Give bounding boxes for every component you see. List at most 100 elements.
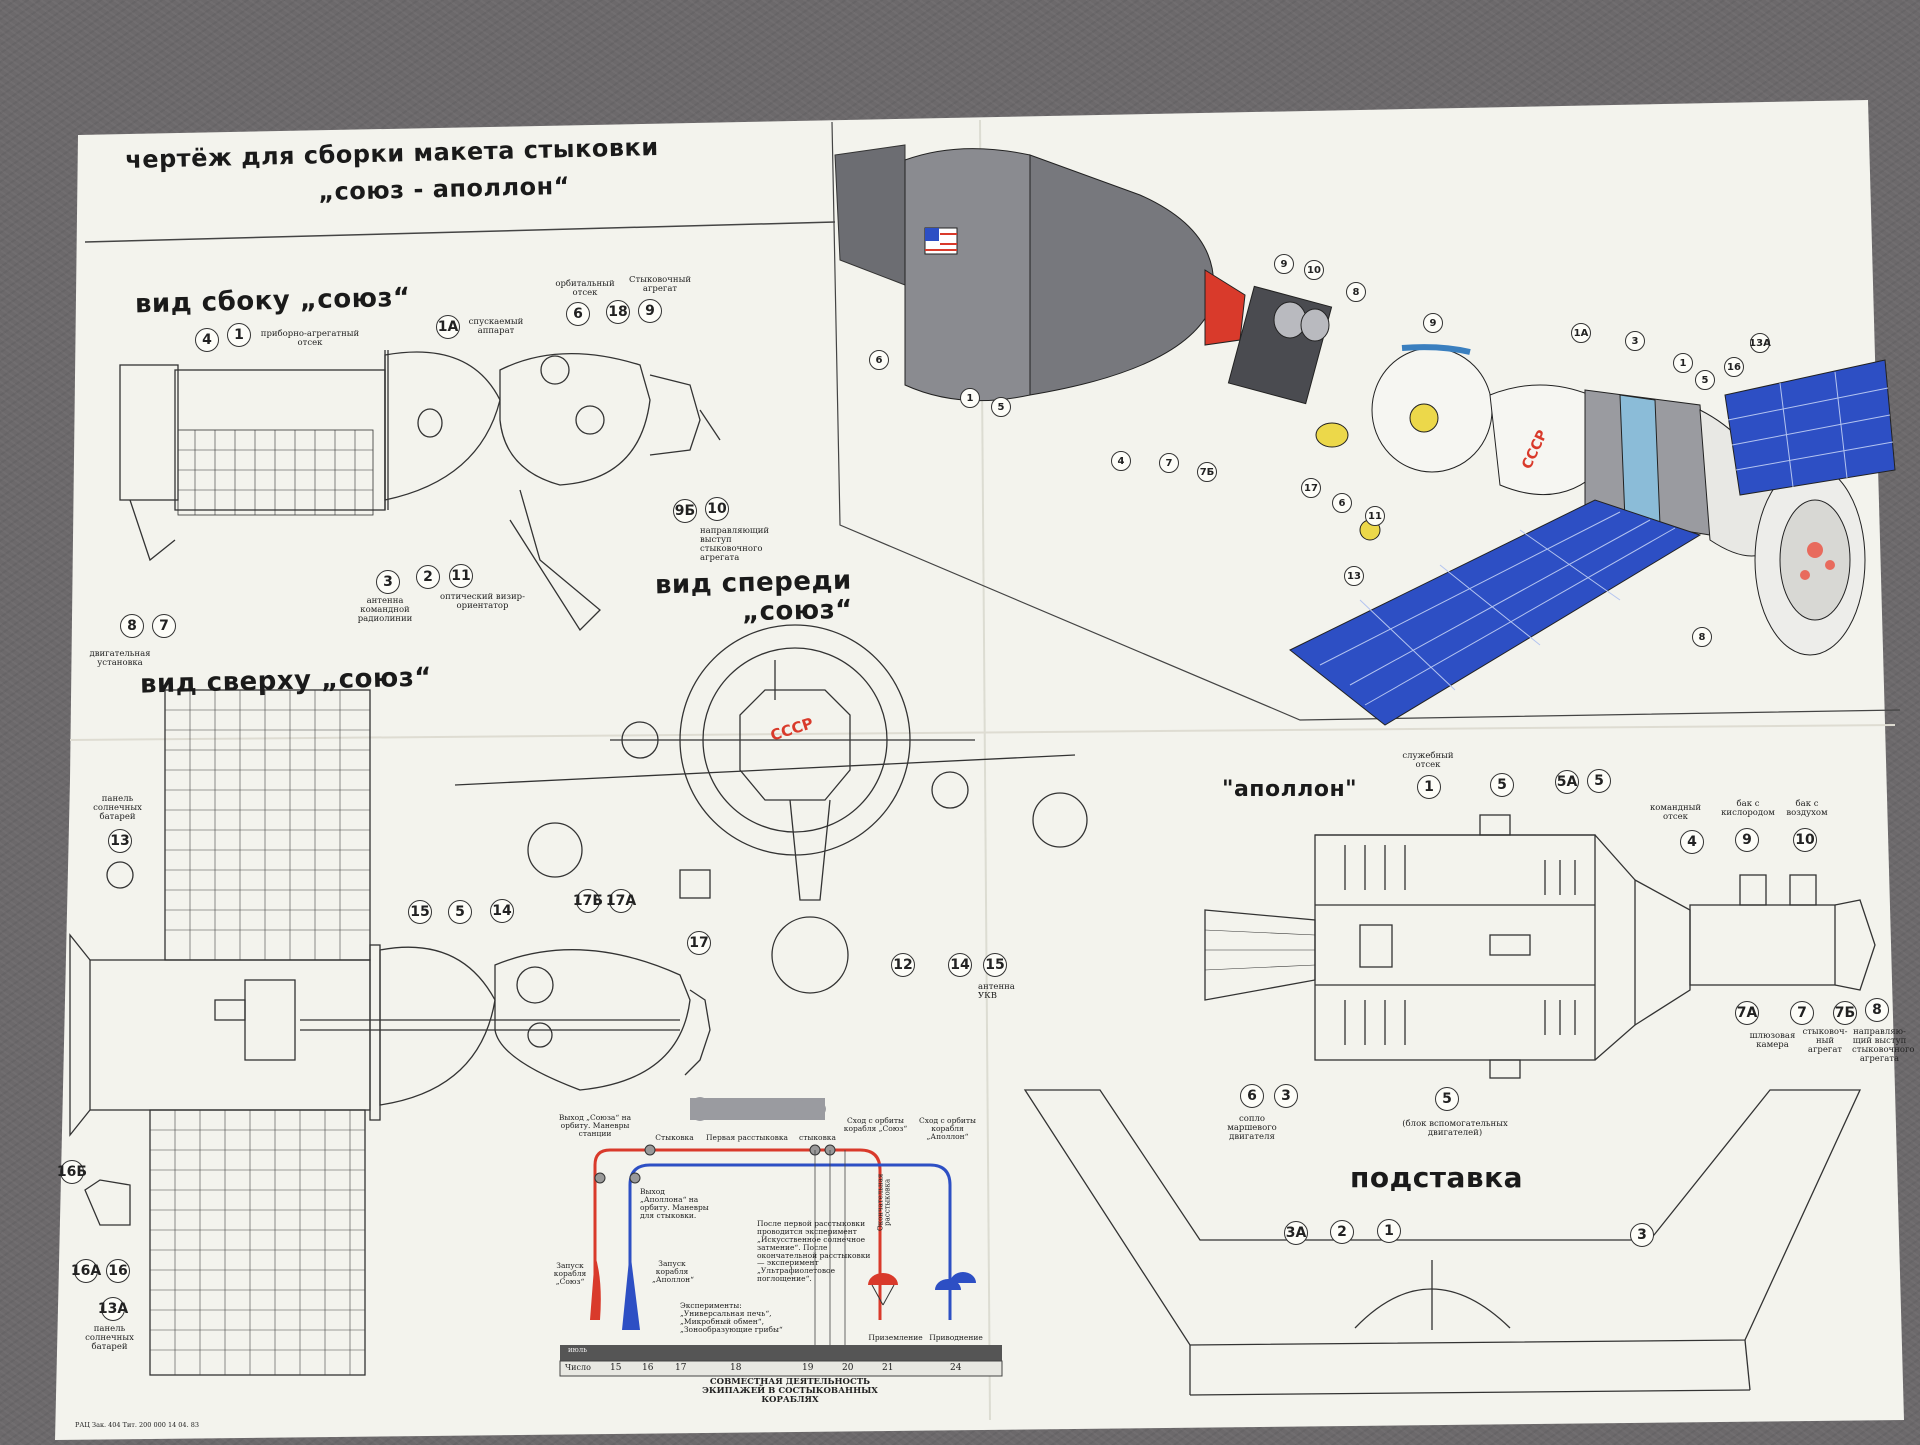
callout-top-13: 13: [108, 829, 132, 853]
imprint-text: РАЦ Зак. 404 Тит. 200 000 14 04. 83: [75, 1421, 199, 1429]
stand-drawing: [1023, 1089, 1862, 1396]
callout-apollo-5b: 5: [1587, 769, 1611, 793]
callout-apollo-1: 1: [1417, 775, 1441, 799]
soyuz-solar-panel-upper: [1724, 359, 1896, 496]
callout-illus-8a: 8: [1346, 282, 1366, 302]
soyuz-side-drawing: [119, 350, 721, 632]
callout-side-3: 3: [376, 570, 400, 594]
side-view-heading: вид сбоку „союз“: [134, 282, 411, 320]
callout-stand-2: 2: [1330, 1220, 1354, 1244]
callout-top-16a: 16А: [71, 1259, 101, 1283]
timeline-event-landing: Приземление: [868, 1333, 923, 1342]
callout-side-1a: 1А: [436, 315, 460, 339]
label-command-antenna: антенна командной радиолинии: [357, 596, 413, 624]
callout-illus-7: 7: [1159, 453, 1179, 473]
callout-illus-7b: 7Б: [1197, 462, 1217, 482]
callout-illus-9b: 9: [1423, 313, 1443, 333]
callout-illus-16: 16: [1724, 357, 1744, 377]
timeline-caption: СОВМЕСТНАЯ ДЕЯТЕЛЬНОСТЬ ЭКИПАЖЕЙ В СОСТЫ…: [702, 1377, 878, 1405]
label-oxygen-tank: бак с кислородом: [1721, 799, 1775, 818]
timeline-event-soyuz-deorbit: Сход с орбиты корабля „Союз“: [843, 1116, 908, 1133]
callout-illus-17: 17: [1301, 478, 1321, 498]
callout-illus-13: 13: [1344, 566, 1364, 586]
callout-illus-5: 5: [991, 397, 1011, 417]
callout-side-2: 2: [416, 565, 440, 589]
timeline-event-splashdown: Приводнение: [929, 1333, 983, 1342]
apollo-heading: "аполлон": [1222, 777, 1358, 802]
callout-top-17: 17: [687, 931, 711, 955]
label-solar-panel-1: панель солнечных батарей: [93, 794, 142, 822]
label-aux-engines: (блок вспомогательных двигателей): [1402, 1119, 1508, 1138]
callout-top-5: 5: [448, 900, 472, 924]
callout-illus-13a: 13А: [1749, 333, 1771, 353]
callout-side-4: 4: [195, 328, 219, 352]
stand-heading: подставка: [1350, 1161, 1524, 1194]
timeline-event-redocking: стыковка: [799, 1133, 836, 1142]
callout-illus-5b: 5: [1695, 370, 1715, 390]
timeline-diagram: [559, 1097, 1003, 1377]
soyuz-front-drawing: [610, 624, 975, 994]
callout-stand-1: 1: [1377, 1219, 1401, 1243]
label-instrument-section: приборно-агрегатный отсек: [260, 329, 360, 348]
callout-top-14: 14: [490, 899, 514, 923]
callout-apollo-9: 9: [1735, 828, 1759, 852]
timeline-bar-label-date: Число: [565, 1363, 591, 1372]
front-view-heading-2: „союз“: [741, 594, 854, 628]
callout-illus-6a: 6: [869, 350, 889, 370]
callout-apollo-8: 8: [1865, 998, 1889, 1022]
callout-top-16b: 16Б: [57, 1160, 87, 1184]
timeline-day-17: 17: [675, 1363, 687, 1373]
title-underline: [84, 221, 836, 243]
soyuz-solar-panel-lower: [1289, 499, 1702, 726]
callout-apollo-7a: 7А: [1735, 1001, 1759, 1025]
callout-side-10: 10: [705, 497, 729, 521]
apollo-drawing: [1204, 814, 1876, 1079]
callout-apollo-10: 10: [1793, 828, 1817, 852]
label-ukv-antenna: антенна УКВ: [978, 982, 1015, 1001]
soyuz-top-body: [69, 754, 1088, 1226]
callout-illus-1: 1: [960, 388, 980, 408]
callout-side-9b: 9Б: [673, 499, 697, 523]
timeline-day-19: 19: [802, 1363, 814, 1373]
label-docking-module: стыковоч-ный агрегат: [1802, 1027, 1848, 1055]
label-main-nozzle: сопло маршевого двигателя: [1227, 1114, 1277, 1142]
timeline-event-final-undocking: Окончательная расстыковка: [876, 1173, 892, 1232]
apollo-illustration: [834, 144, 1333, 405]
timeline-event-experiment-eclipse: После первой расстыковки проводится эксп…: [757, 1219, 871, 1284]
callout-illus-11: 11: [1365, 506, 1385, 526]
timeline-day-18: 18: [730, 1363, 742, 1373]
label-apollo-guide: направляю-щий выступ стыковочного агрега…: [1852, 1027, 1915, 1064]
callout-stand-3: 3: [1630, 1223, 1654, 1247]
label-engine-unit: двигательная установка: [89, 649, 151, 668]
timeline-day-24: 24: [950, 1363, 962, 1373]
solar-panel-top-grid: [150, 690, 370, 1375]
timeline-event-apollo-launch: Запуск корабля „Аполлон“: [652, 1259, 694, 1284]
timeline-event-soyuz-orbit: Выход „Союза“ на орбиту. Маневры станции: [558, 1113, 632, 1138]
callout-front-12: 12: [891, 953, 915, 977]
callout-top-13a: 13А: [98, 1297, 128, 1321]
callout-front-15: 15: [983, 953, 1007, 977]
label-docking-unit: Стыковочный агрегат: [628, 275, 692, 294]
timeline-day-16: 16: [642, 1363, 654, 1373]
callout-apollo-7: 7: [1790, 1001, 1814, 1025]
label-service-module: служебный отсек: [1402, 751, 1454, 770]
label-optical-sight: оптический визир-ориентатор: [440, 592, 525, 611]
callout-front-14: 14: [948, 953, 972, 977]
timeline-event-docking: Стыковка: [655, 1133, 694, 1142]
panel-border: [831, 121, 1901, 721]
label-descent-module: спускаемый аппарат: [468, 317, 524, 336]
label-air-tank: бак с воздухом: [1786, 799, 1828, 818]
timeline-day-21: 21: [882, 1363, 894, 1373]
label-airlock: шлюзовая камера: [1749, 1031, 1796, 1050]
timeline-event-apollo-orbit: Выход „Аполлона“ на орбиту. Маневры для …: [640, 1187, 709, 1220]
fold-line-horizontal: [69, 724, 1896, 741]
timeline-day-20: 20: [842, 1363, 854, 1373]
callout-stand-3a: 3А: [1284, 1221, 1308, 1245]
callout-apollo-5: 5: [1490, 773, 1514, 797]
callout-illus-3: 3: [1625, 331, 1645, 351]
callout-apollo-3: 3: [1274, 1084, 1298, 1108]
callout-apollo-5c: 5: [1435, 1087, 1459, 1111]
callout-apollo-4: 4: [1680, 830, 1704, 854]
callout-top-15: 15: [408, 900, 432, 924]
label-orbital-section: орбитальный отсек: [555, 279, 615, 298]
